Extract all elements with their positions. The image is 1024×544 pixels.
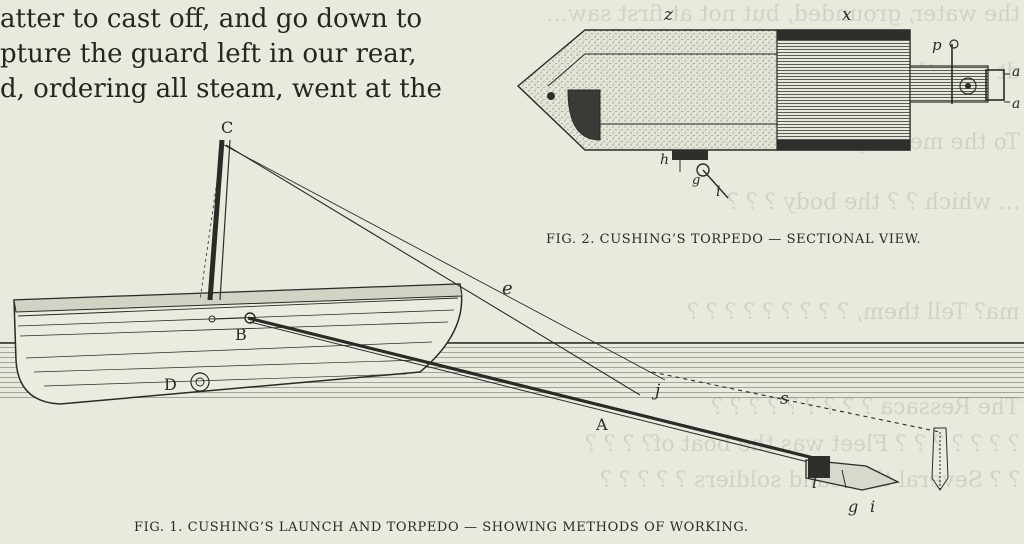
launch-stay-e [225,144,641,396]
torpedo-trigger-bracket [672,150,708,160]
fig1-label-A: A [595,415,608,434]
fig2-label-p: p [932,36,942,54]
trigger-weight [931,427,949,491]
fig2-label-a-bottom: a [1012,96,1020,112]
fig2-label-a-top: a [1012,64,1020,80]
fig1-label-g: g [848,497,858,516]
fig1-label-j: j [651,381,661,401]
fig2-label-g: g [692,173,700,188]
body-text-line: d, ordering all steam, went at the [0,74,442,104]
body-text: atter to cast off, and go down to pture … [0,2,500,107]
figure2-caption: FIG. 2. CUSHING’S TORPEDO — SECTIONAL VI… [546,232,922,247]
torpedo-float [567,89,601,141]
fig1-label-s: s [780,389,789,409]
torpedo-tail-fitting [909,65,989,103]
fig2-label-z: z [663,5,674,25]
fig1-label-e: e [502,278,513,299]
launch-propeller [190,372,210,392]
figure1-launch: C B D e j s A l g i [0,118,1024,516]
torpedo-spar [247,316,831,464]
body-text-line: atter to cast off, and go down to [0,4,423,34]
fig1-label-i: i [870,497,875,516]
trigger-line-s [651,371,941,433]
body-text-line: pture the guard left in our rear, [0,39,417,69]
launch-mast [207,139,225,301]
figure2-torpedo-section: z x p a a h g i [516,5,1020,200]
fig1-label-C: C [221,118,233,137]
fig1-label-D: D [164,375,177,394]
fig1-label-l: l [812,473,817,492]
fig1-label-B: B [235,325,247,344]
fig2-label-i: i [716,184,720,200]
figure1-caption: FIG. 1. CUSHING’S LAUNCH AND TORPEDO — S… [134,520,749,535]
fig2-label-x: x [842,5,852,25]
fig2-label-h: h [660,152,669,168]
torpedo-charge-chamber [776,29,911,151]
